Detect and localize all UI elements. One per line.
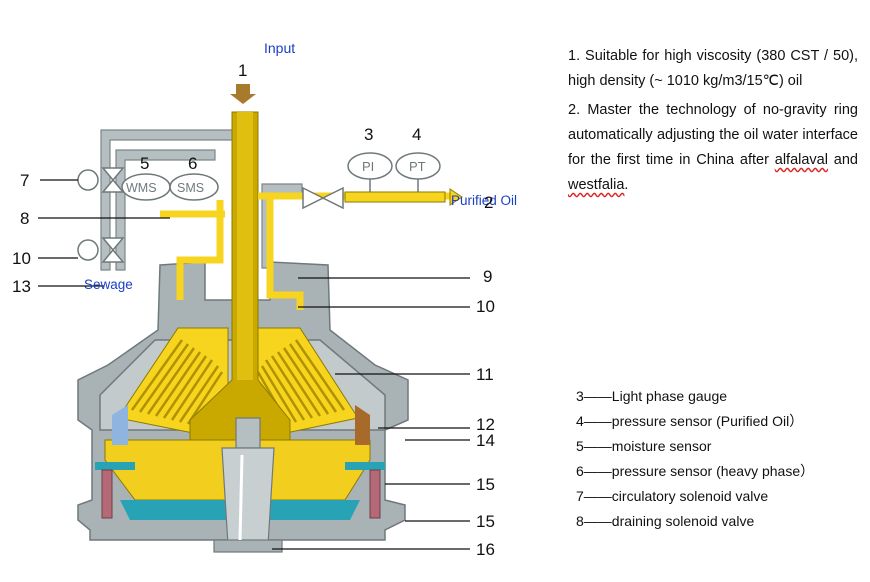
label-1: 1 [238, 61, 247, 80]
legend-num: 5 [576, 438, 584, 454]
label-15-lower: 15 [476, 512, 495, 531]
label-15-upper: 15 [476, 475, 495, 494]
wms-label: WMS [126, 181, 157, 195]
note-2-text: 2. Master the technology of no-gravity r… [568, 102, 858, 168]
note-2-end: . [624, 177, 629, 193]
legend-dash: —— [583, 413, 612, 429]
label-2: 2 [484, 193, 493, 212]
legend-text: pressure sensor (heavy phase） [611, 463, 815, 479]
label-3: 3 [364, 125, 373, 144]
draining-valve-actuator-icon [77, 239, 99, 261]
label-4: 4 [412, 125, 421, 144]
left-valves [77, 167, 125, 263]
notes-panel: 1. Suitable for high viscosity (380 CST … [568, 44, 858, 202]
legend-item: 8——draining solenoid valve [576, 509, 814, 534]
leader-lines [38, 179, 470, 550]
heavy-phase-sensor-icon [169, 173, 219, 201]
note-1: 1. Suitable for high viscosity (380 CST … [568, 44, 858, 94]
note-2: 2. Master the technology of no-gravity r… [568, 98, 858, 198]
label-6: 6 [188, 154, 197, 173]
legend-text: Light phase gauge [611, 388, 728, 404]
purified-oil-label: Purified Oil [451, 193, 517, 208]
label-10-left: 10 [12, 249, 31, 268]
legend-item: 3——Light phase gauge [576, 384, 814, 409]
label-13: 13 [12, 277, 31, 296]
legend-num: 6 [576, 463, 584, 479]
note-2-word-alfalaval: alfalaval [774, 152, 828, 168]
legend-text: circulatory solenoid valve [611, 488, 769, 504]
pt-label: PT [409, 159, 426, 174]
spindle [213, 417, 283, 553]
circulatory-valve-actuator-icon [77, 169, 99, 191]
label-7: 7 [20, 171, 29, 190]
legend: 3——Light phase gauge 4——pressure sensor … [576, 384, 814, 534]
outlet-valve-icon [302, 186, 344, 210]
label-9: 9 [483, 267, 492, 286]
light-phase-gauge-icon [347, 152, 393, 180]
pi-label: PI [362, 159, 374, 174]
label-16: 16 [476, 540, 495, 559]
input-label: Input [264, 40, 295, 56]
legend-num: 7 [576, 488, 584, 504]
diagram-labels: Input 1 3 4 5 6 7 8 10 13 Sewage Purifie… [12, 40, 517, 559]
legend-item: 7——circulatory solenoid valve [576, 484, 814, 509]
legend-item: 4——pressure sensor (Purified Oil） [576, 409, 814, 434]
draining-valve-icon [101, 237, 125, 263]
label-11: 11 [476, 365, 494, 384]
sensors [121, 173, 219, 201]
inlet-shaft [189, 111, 291, 441]
legend-dash: —— [583, 463, 612, 479]
purified-oil-arrow-icon [449, 188, 463, 206]
label-12: 12 [476, 415, 495, 434]
note-2-word-westfalia: westfalia [568, 177, 625, 193]
label-5: 5 [140, 154, 149, 173]
legend-dash: —— [583, 388, 612, 404]
legend-item: 6——pressure sensor (heavy phase） [576, 459, 814, 484]
legend-num: 8 [576, 513, 584, 529]
legend-text: moisture sensor [611, 438, 712, 454]
circulatory-valve-icon [101, 167, 125, 193]
note-1-text: 1. Suitable for high viscosity (380 CST … [568, 48, 858, 89]
legend-dash: —— [583, 488, 612, 504]
purified-oil-pipe [344, 191, 446, 203]
note-2-and: and [827, 152, 858, 168]
legend-dash: —— [583, 513, 612, 529]
sms-label: SMS [177, 181, 204, 195]
legend-dash: —— [583, 438, 612, 454]
label-10-right: 10 [476, 297, 495, 316]
input-arrow-icon [230, 84, 256, 104]
label-14: 14 [476, 431, 495, 450]
legend-num: 4 [576, 413, 584, 429]
legend-text: pressure sensor (Purified Oil） [611, 413, 804, 429]
label-8: 8 [20, 209, 29, 228]
legend-num: 3 [576, 388, 584, 404]
legend-text: draining solenoid valve [611, 513, 755, 529]
legend-item: 5——moisture sensor [576, 434, 814, 459]
pressure-sensor-icon [395, 152, 441, 180]
gauges [347, 152, 441, 192]
sewage-label: Sewage [84, 277, 133, 292]
